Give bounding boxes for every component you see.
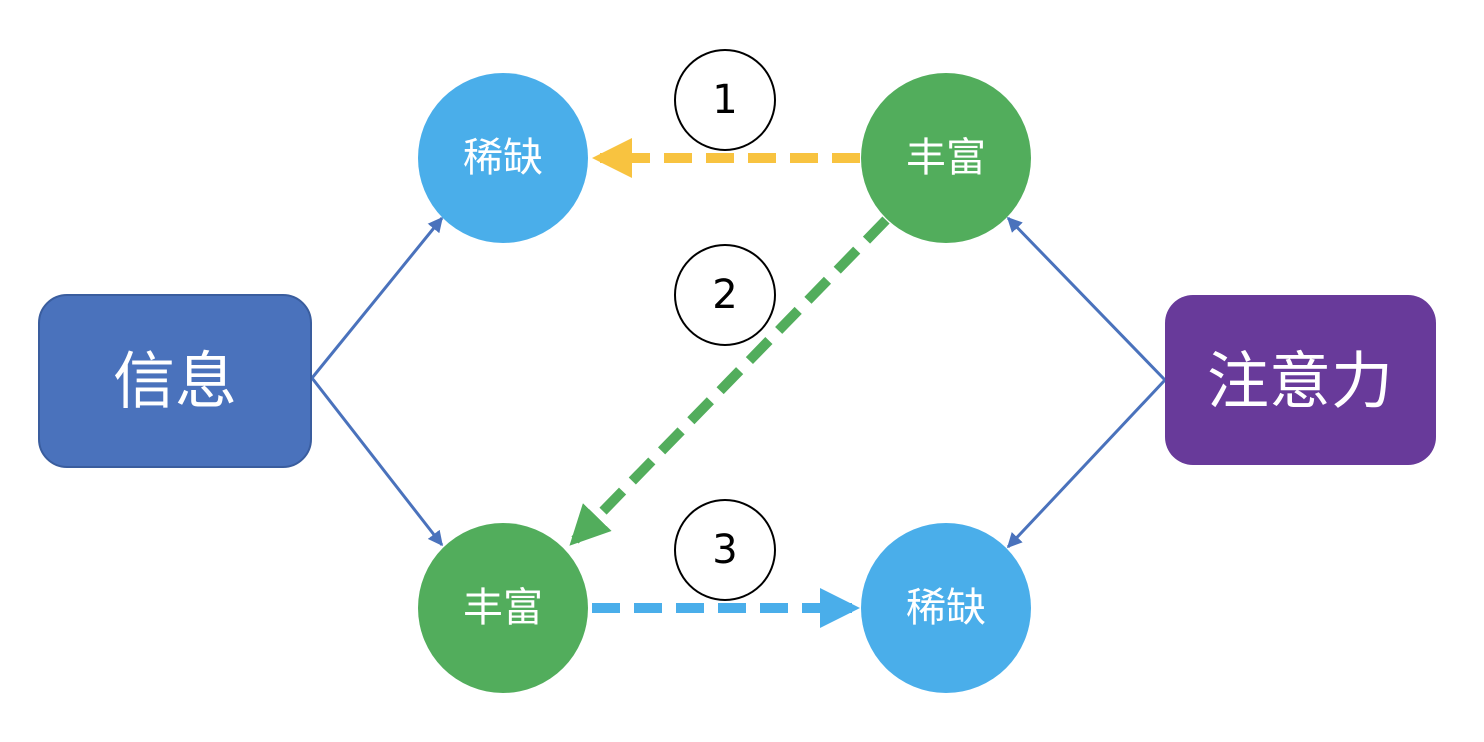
attention-scarce-circle: 稀缺 [861,523,1031,693]
step-badge-3: 3 [674,499,776,601]
step-number-1: 1 [712,77,737,123]
info-abundant-circle: 丰富 [418,523,588,693]
attention-abundant-circle: 丰富 [861,73,1031,243]
info-box: 信息 [38,294,312,468]
info-abundant-label: 丰富 [463,585,543,631]
connector-attention-to-abundant [1006,216,1167,382]
connector-info-to-abundant [310,377,444,547]
flow-arrow-2 [569,216,890,546]
step-badge-1: 1 [674,49,776,151]
connector-attention-to-scarce [1006,378,1167,549]
info-scarce-circle: 稀缺 [418,73,588,243]
step-badge-2: 2 [674,244,776,346]
attention-box-label: 注意力 [1207,345,1393,418]
attention-box: 注意力 [1165,295,1436,465]
attention-scarce-label: 稀缺 [906,585,986,631]
info-scarce-label: 稀缺 [463,135,543,181]
attention-abundant-label: 丰富 [906,135,986,181]
info-box-label: 信息 [113,345,237,418]
step-number-3: 3 [712,527,737,573]
step-number-2: 2 [712,272,737,318]
connector-info-to-scarce [310,216,444,379]
